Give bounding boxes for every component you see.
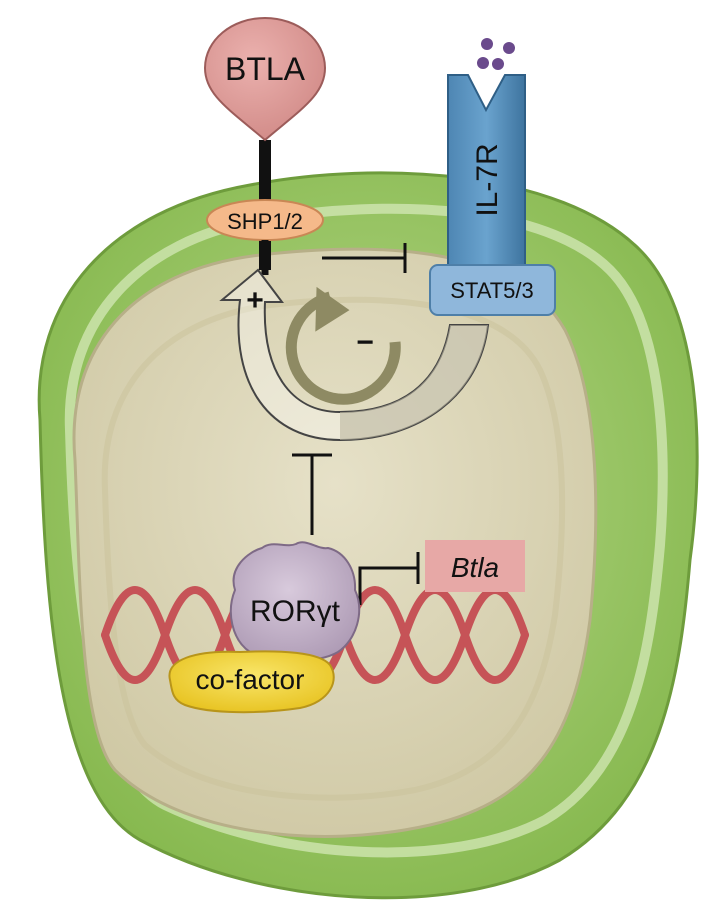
- nucleus-inner-shade: [101, 296, 566, 801]
- loop-arrow-head: [315, 286, 350, 332]
- stat-protein: STAT5/3: [429, 264, 556, 316]
- btla-head: [203, 16, 327, 142]
- shp-label: SHP1/2: [227, 209, 303, 234]
- cytokine-dot: [477, 57, 489, 69]
- btla-receptor: BTLA: [203, 16, 327, 270]
- feedback-arrow-shade: [340, 325, 488, 440]
- shp-protein: SHP1/2: [206, 199, 324, 241]
- cofactor-body: [168, 650, 335, 714]
- stat-box: [429, 264, 556, 316]
- btla-gene-label: Btla: [451, 552, 499, 583]
- rorgt-label: RORγt: [250, 595, 341, 628]
- negative-loop: −: [285, 286, 401, 405]
- btla-gene-box: [425, 540, 525, 592]
- il7r-receptor: IL-7R: [447, 38, 526, 271]
- cytokine-dots: [477, 38, 515, 70]
- cofactor: co-factor: [168, 650, 335, 714]
- minus-sign: −: [356, 326, 374, 359]
- cytokine-dot: [492, 58, 504, 70]
- cytokine-dot: [481, 38, 493, 50]
- cytokine-dot: [503, 42, 515, 54]
- plus-sign: +: [246, 284, 264, 317]
- shp-stat-inhibition: [322, 243, 407, 273]
- btla-gene-inhibition: [358, 552, 420, 605]
- btla-label: BTLA: [225, 51, 306, 87]
- cell: [37, 171, 699, 900]
- stat-label: STAT5/3: [450, 278, 534, 303]
- rorgt-protein: RORγt: [229, 541, 361, 662]
- loop-arrow: [285, 291, 401, 405]
- rorgt-loop-inhibition: [292, 453, 332, 535]
- il7r-label: IL-7R: [471, 143, 504, 216]
- feedback-arrow: +: [219, 268, 490, 442]
- inhibition-line: [358, 566, 418, 605]
- cofactor-label: co-factor: [196, 664, 305, 695]
- btla-gene: Btla: [425, 540, 525, 592]
